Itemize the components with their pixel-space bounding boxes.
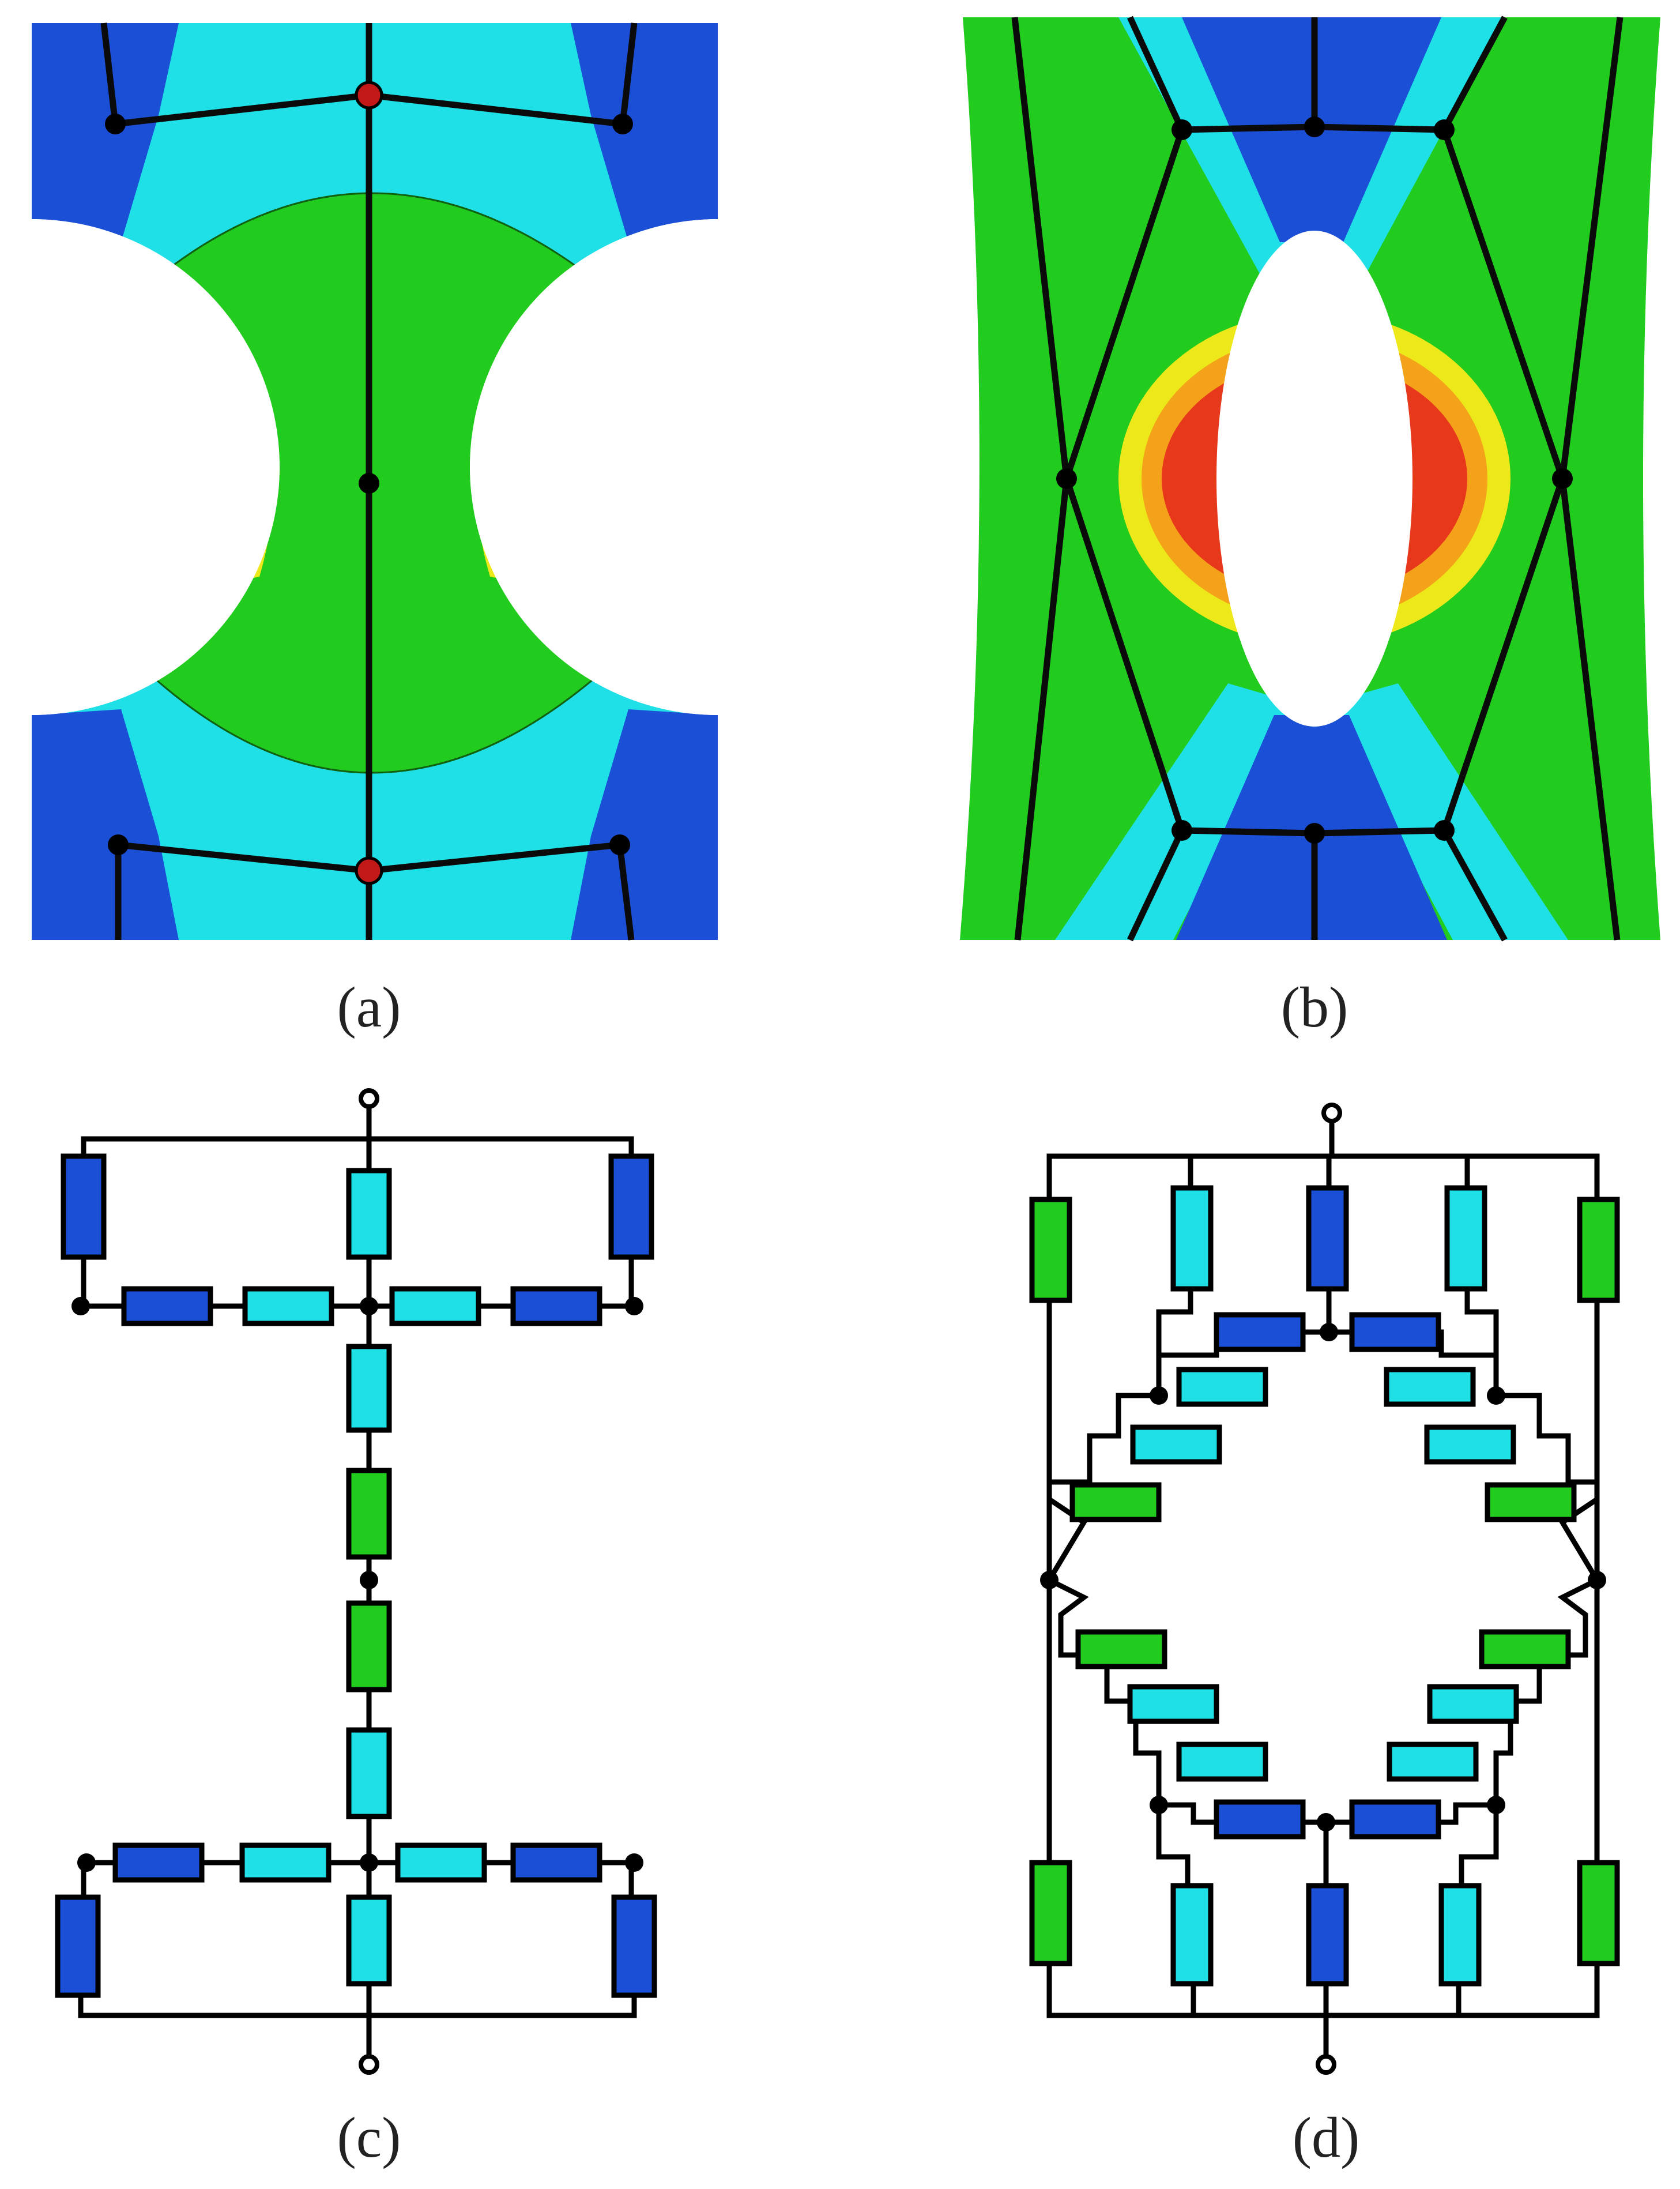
resistor-icon	[346, 1727, 392, 1819]
node-dot-icon	[1150, 1386, 1168, 1405]
panel-d: (d)	[1029, 1103, 1620, 2169]
resistor-icon	[1130, 1424, 1222, 1465]
panel-b: (b)	[960, 16, 1660, 1039]
resistor-icon	[1029, 1197, 1072, 1303]
node-dot-icon	[355, 856, 383, 885]
resistor-icon	[112, 1842, 205, 1883]
node-dot-icon	[108, 834, 129, 855]
resistor-icon	[61, 1153, 107, 1260]
panel-d-nodes	[1040, 1103, 1606, 2075]
resistor-icon	[608, 1153, 654, 1260]
caption-a: (a)	[337, 975, 401, 1039]
node-dot-icon	[1172, 119, 1192, 140]
panel-c-resistors	[55, 1153, 657, 1998]
resistor-icon	[1075, 1629, 1167, 1669]
node-dot-icon	[1317, 1813, 1335, 1831]
node-dot-icon	[360, 1297, 378, 1315]
node-dot-icon	[355, 81, 383, 110]
resistor-icon	[242, 1286, 334, 1326]
panel-c: (c)	[55, 1088, 657, 2169]
caption-b: (b)	[1281, 975, 1348, 1039]
terminal-icon	[359, 1088, 379, 1109]
resistor-icon	[1384, 1367, 1476, 1407]
resistor-icon	[1485, 1482, 1577, 1522]
resistor-icon	[1127, 1684, 1219, 1724]
resistor-icon	[1438, 1883, 1482, 1987]
node-dot-icon	[1552, 468, 1573, 489]
panel-d-resistors	[1029, 1185, 1620, 1987]
node-dot-icon	[1588, 1571, 1606, 1589]
resistor-icon	[1577, 1197, 1620, 1303]
resistor-icon	[1214, 1312, 1306, 1352]
resistor-icon	[1349, 1312, 1441, 1352]
resistor-icon	[55, 1894, 101, 1998]
node-dot-icon	[359, 473, 379, 494]
node-dot-icon	[1304, 823, 1325, 844]
resistor-icon	[611, 1894, 657, 1998]
panel-a-contour	[0, 23, 749, 940]
resistor-icon	[1349, 1799, 1441, 1840]
resistor-icon	[346, 1344, 392, 1433]
resistor-icon	[346, 1600, 392, 1692]
resistor-icon	[510, 1286, 602, 1326]
node-dot-icon	[1040, 1571, 1059, 1589]
resistor-icon	[1170, 1185, 1214, 1292]
resistor-icon	[1306, 1185, 1349, 1292]
resistor-icon	[1444, 1185, 1487, 1292]
node-dot-icon	[625, 1853, 643, 1872]
resistor-icon	[1577, 1860, 1620, 1966]
resistor-icon	[1029, 1860, 1072, 1966]
resistor-icon	[510, 1842, 602, 1883]
panel-c-nodes	[71, 1088, 643, 2075]
terminal-icon	[359, 2054, 379, 2075]
panel-b-hole	[1216, 231, 1412, 727]
node-dot-icon	[1487, 1796, 1505, 1814]
node-dot-icon	[612, 114, 633, 134]
panel-b-mesh	[1011, 16, 1624, 942]
node-dot-icon	[77, 1853, 96, 1872]
terminal-icon	[1316, 2054, 1336, 2075]
resistor-icon	[1176, 1742, 1268, 1782]
resistor-icon	[1069, 1482, 1162, 1522]
resistor-icon	[1214, 1799, 1306, 1840]
panel-a: (a)	[0, 22, 749, 1039]
resistor-icon	[389, 1286, 481, 1326]
resistor-icon	[1387, 1742, 1479, 1782]
node-dot-icon	[625, 1297, 643, 1315]
node-dot-icon	[360, 1853, 378, 1872]
resistor-icon	[1424, 1424, 1516, 1465]
node-dot-icon	[105, 114, 126, 134]
resistor-icon	[239, 1842, 332, 1883]
node-dot-icon	[1150, 1796, 1168, 1814]
resistor-icon	[1176, 1367, 1268, 1407]
panel-a-mesh	[100, 22, 638, 941]
node-dot-icon	[360, 1571, 378, 1589]
caption-c: (c)	[337, 2105, 401, 2169]
resistor-icon	[1479, 1629, 1571, 1669]
node-dot-icon	[1434, 119, 1455, 140]
node-dot-icon	[609, 834, 630, 855]
resistor-icon	[346, 1168, 392, 1260]
resistor-icon	[346, 1894, 392, 1987]
node-dot-icon	[1056, 468, 1077, 489]
node-dot-icon	[1304, 116, 1325, 137]
node-dot-icon	[1320, 1323, 1338, 1341]
resistor-icon	[346, 1468, 392, 1560]
resistor-icon	[1306, 1883, 1349, 1987]
node-dot-icon	[1434, 820, 1455, 841]
node-dot-icon	[1487, 1386, 1505, 1405]
terminal-icon	[1321, 1103, 1342, 1123]
node-dot-icon	[1172, 820, 1192, 841]
resistor-icon	[121, 1286, 213, 1326]
node-dot-icon	[71, 1297, 90, 1315]
caption-d: (d)	[1293, 2105, 1360, 2169]
resistor-icon	[1170, 1883, 1214, 1987]
resistor-icon	[1427, 1684, 1519, 1724]
resistor-icon	[395, 1842, 487, 1883]
